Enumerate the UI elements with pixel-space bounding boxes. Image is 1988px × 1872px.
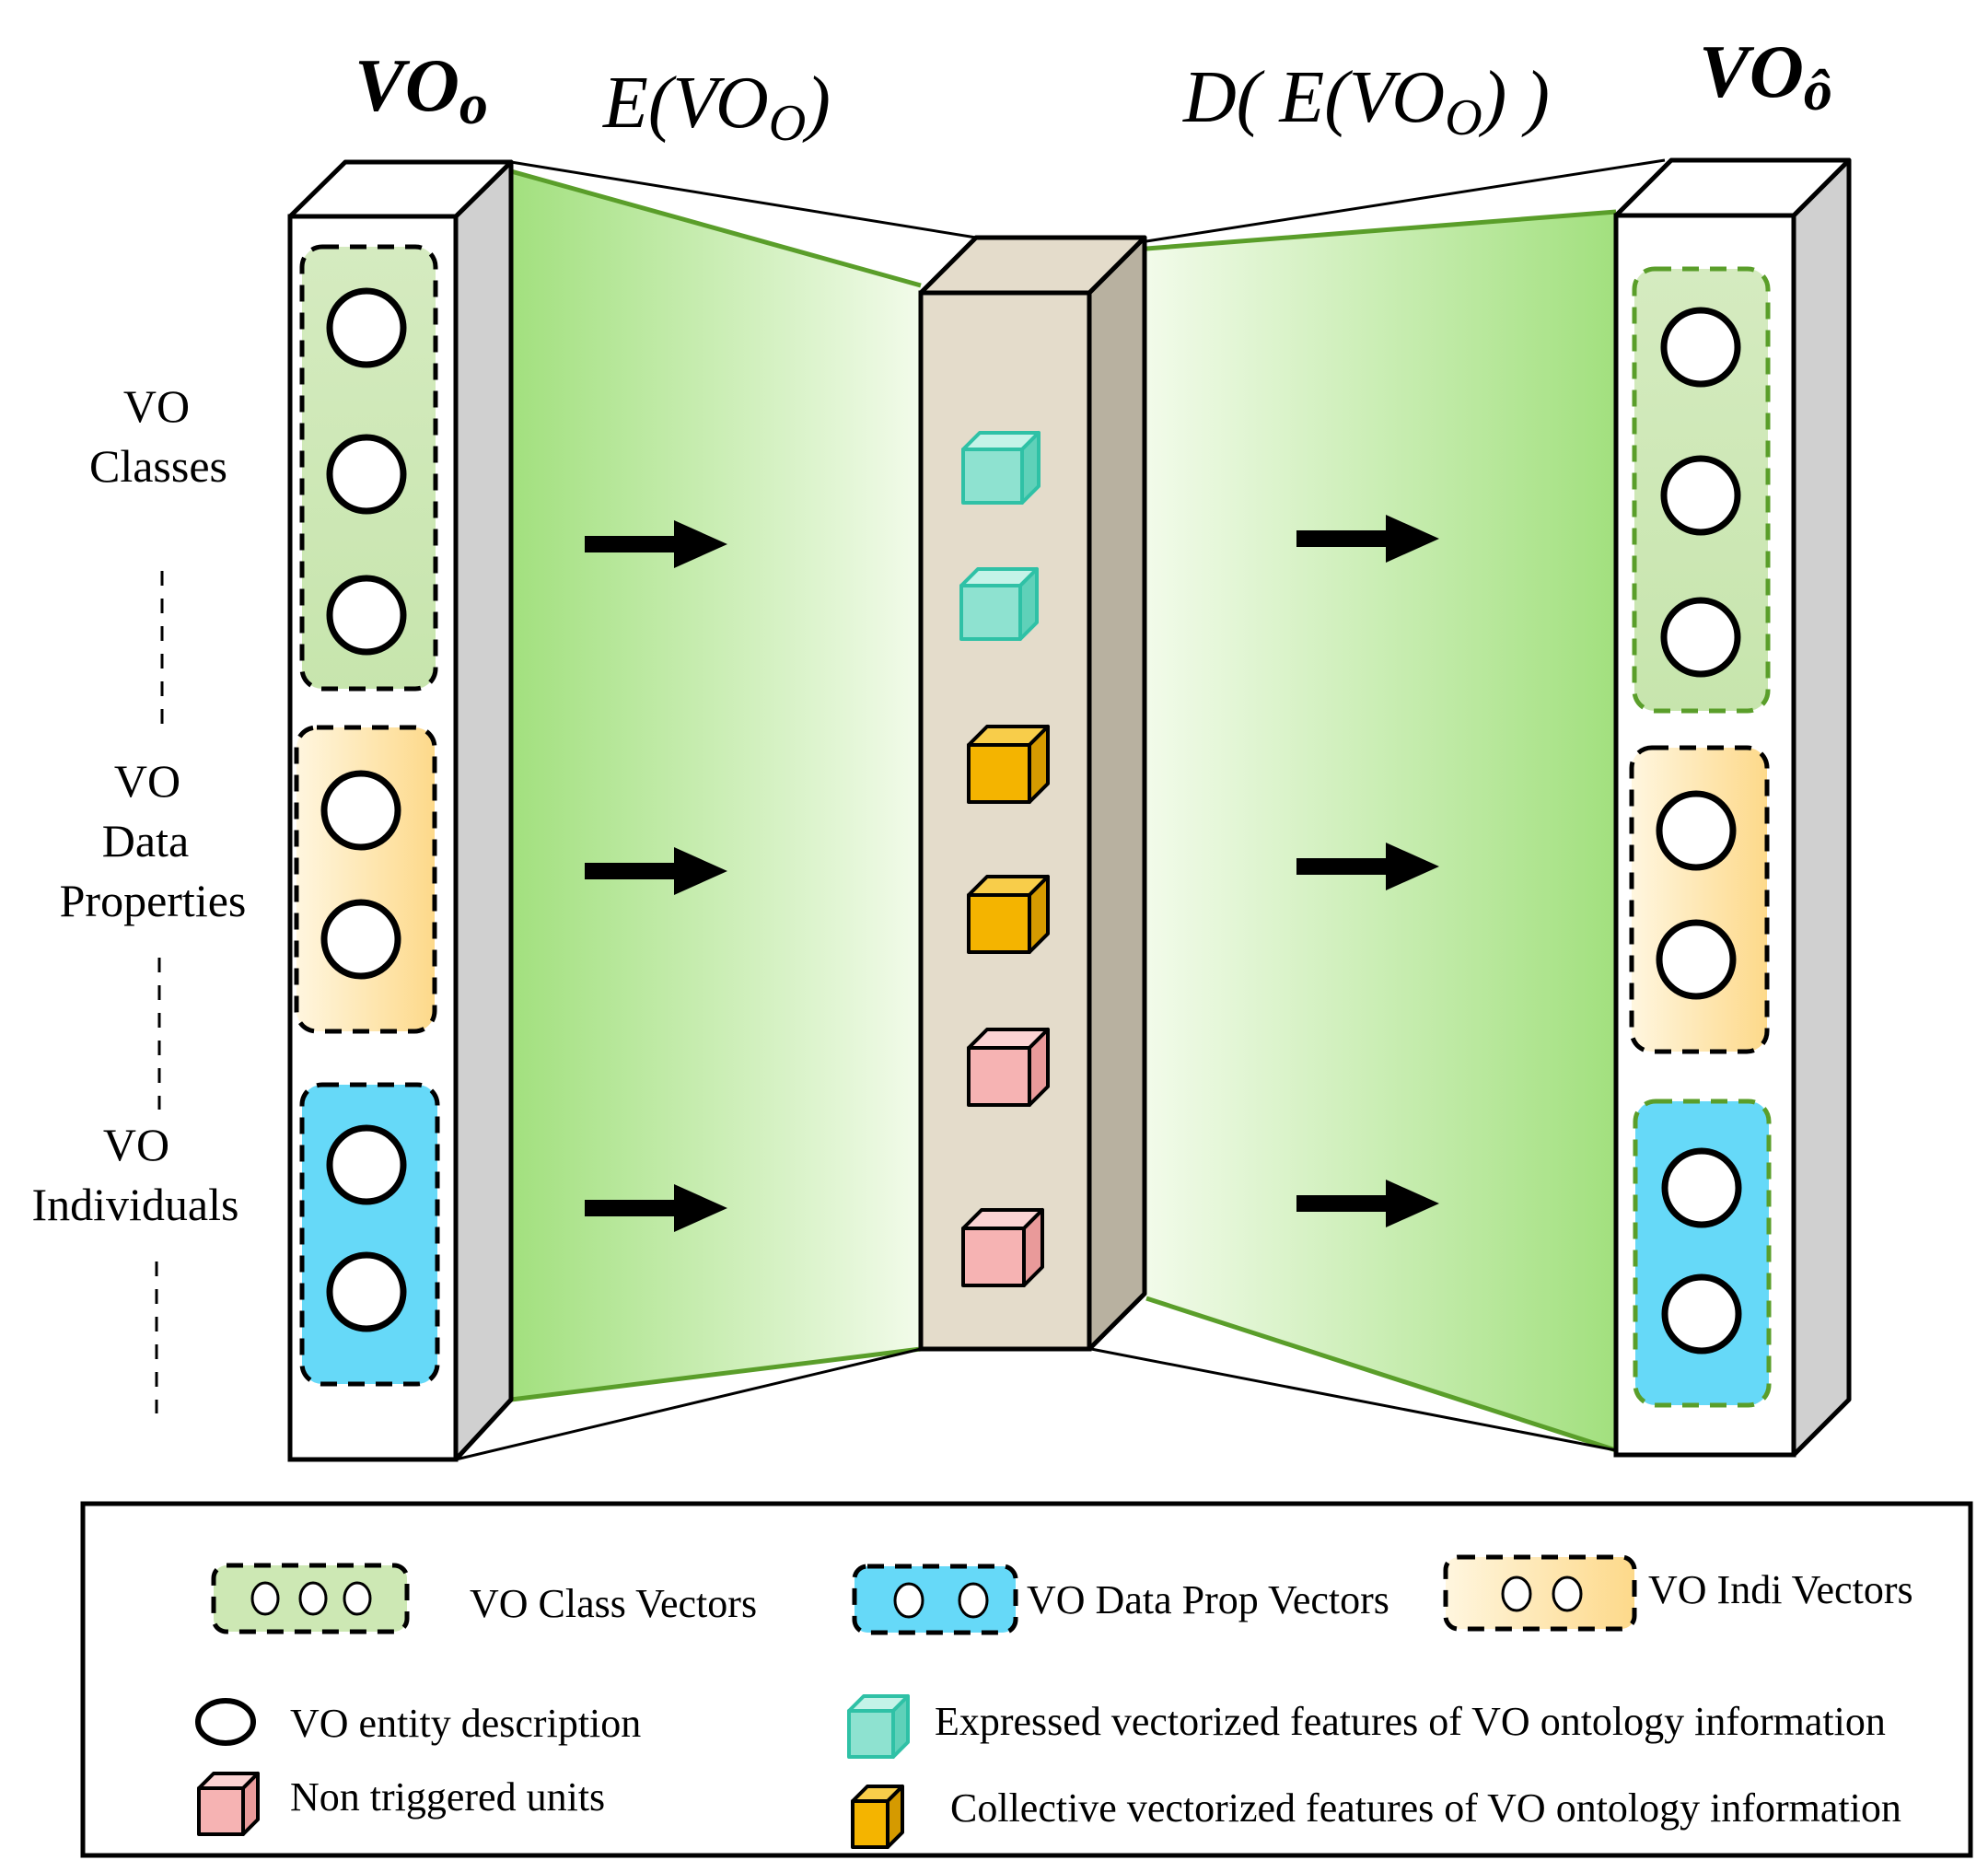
svg-text:Classes: Classes — [89, 440, 227, 492]
input-class-node — [326, 287, 407, 368]
legend-entity-description: VO entity description — [195, 1698, 641, 1746]
svg-text:Expressed vectorized features: Expressed vectorized features of VO onto… — [935, 1699, 1886, 1744]
legend-indi-vectors: VO Indi Vectors — [1443, 1554, 1913, 1632]
encoder-funnel — [511, 171, 921, 1400]
svg-text:Properties: Properties — [60, 875, 247, 926]
input-class-node — [326, 434, 407, 515]
svg-text:VO: VO — [103, 1119, 169, 1170]
output-individual-node — [1661, 1147, 1742, 1228]
decoder-funnel — [1146, 212, 1616, 1450]
decoder-title: D( E(VOO) ) — [1182, 57, 1550, 146]
output-data-prop-node — [1656, 790, 1737, 871]
output-class-node — [1660, 597, 1741, 678]
encoder-title: E(VOO) — [602, 63, 831, 152]
side-label-classes: VO Classes — [89, 380, 227, 492]
svg-text:VO entity description: VO entity description — [290, 1701, 641, 1746]
input-individual-node — [326, 1124, 407, 1205]
legend-expressed-features: Expressed vectorized features of VO onto… — [847, 1694, 1886, 1759]
svg-text:VO: VO — [114, 755, 180, 807]
input-title: VOo — [355, 43, 488, 136]
side-label-individuals: VO Individuals — [32, 1119, 239, 1230]
legend-non-triggered-units: Non triggered units — [197, 1772, 605, 1836]
non-triggered-cube — [967, 1028, 1050, 1107]
output-data-prop-node — [1656, 919, 1737, 1000]
svg-text:Individuals: Individuals — [32, 1179, 239, 1230]
output-individual-group — [1633, 1099, 1772, 1408]
input-class-node — [326, 575, 407, 656]
svg-text:Collective vectorized features: Collective vectorized features of VO ont… — [950, 1785, 1901, 1831]
non-triggered-cube — [961, 1208, 1044, 1287]
expressed-feature-cube — [959, 567, 1039, 641]
svg-text:Non triggered units: Non triggered units — [290, 1774, 605, 1820]
collective-feature-cube — [967, 725, 1050, 804]
svg-text:VO Data Prop Vectors: VO Data Prop Vectors — [1027, 1577, 1389, 1622]
output-class-node — [1660, 307, 1741, 388]
svg-text:VO: VO — [123, 380, 190, 432]
svg-text:VO Class Vectors: VO Class Vectors — [470, 1581, 757, 1626]
encoder-arrows — [585, 520, 727, 1232]
input-individual-node — [326, 1251, 407, 1332]
expressed-feature-cube — [961, 431, 1041, 505]
legend-collective-features: Collective vectorized features of VO ont… — [851, 1785, 1901, 1849]
output-class-node — [1660, 455, 1741, 536]
legend-class-vectors: VO Class Vectors — [211, 1563, 757, 1634]
input-data-prop-node — [320, 770, 401, 851]
legend-box — [80, 1501, 1973, 1858]
legend-data-prop-vectors: VO Data Prop Vectors — [852, 1564, 1389, 1635]
decoder-arrows — [1296, 515, 1439, 1227]
side-label-data-properties: VO Data Properties — [60, 755, 247, 926]
svg-text:VO Indi Vectors: VO Indi Vectors — [1648, 1567, 1913, 1612]
output-individual-node — [1661, 1273, 1742, 1355]
output-title: VOô — [1699, 29, 1832, 122]
collective-feature-cube — [967, 875, 1050, 954]
input-data-prop-node — [320, 899, 401, 980]
svg-text:Data: Data — [102, 815, 189, 866]
